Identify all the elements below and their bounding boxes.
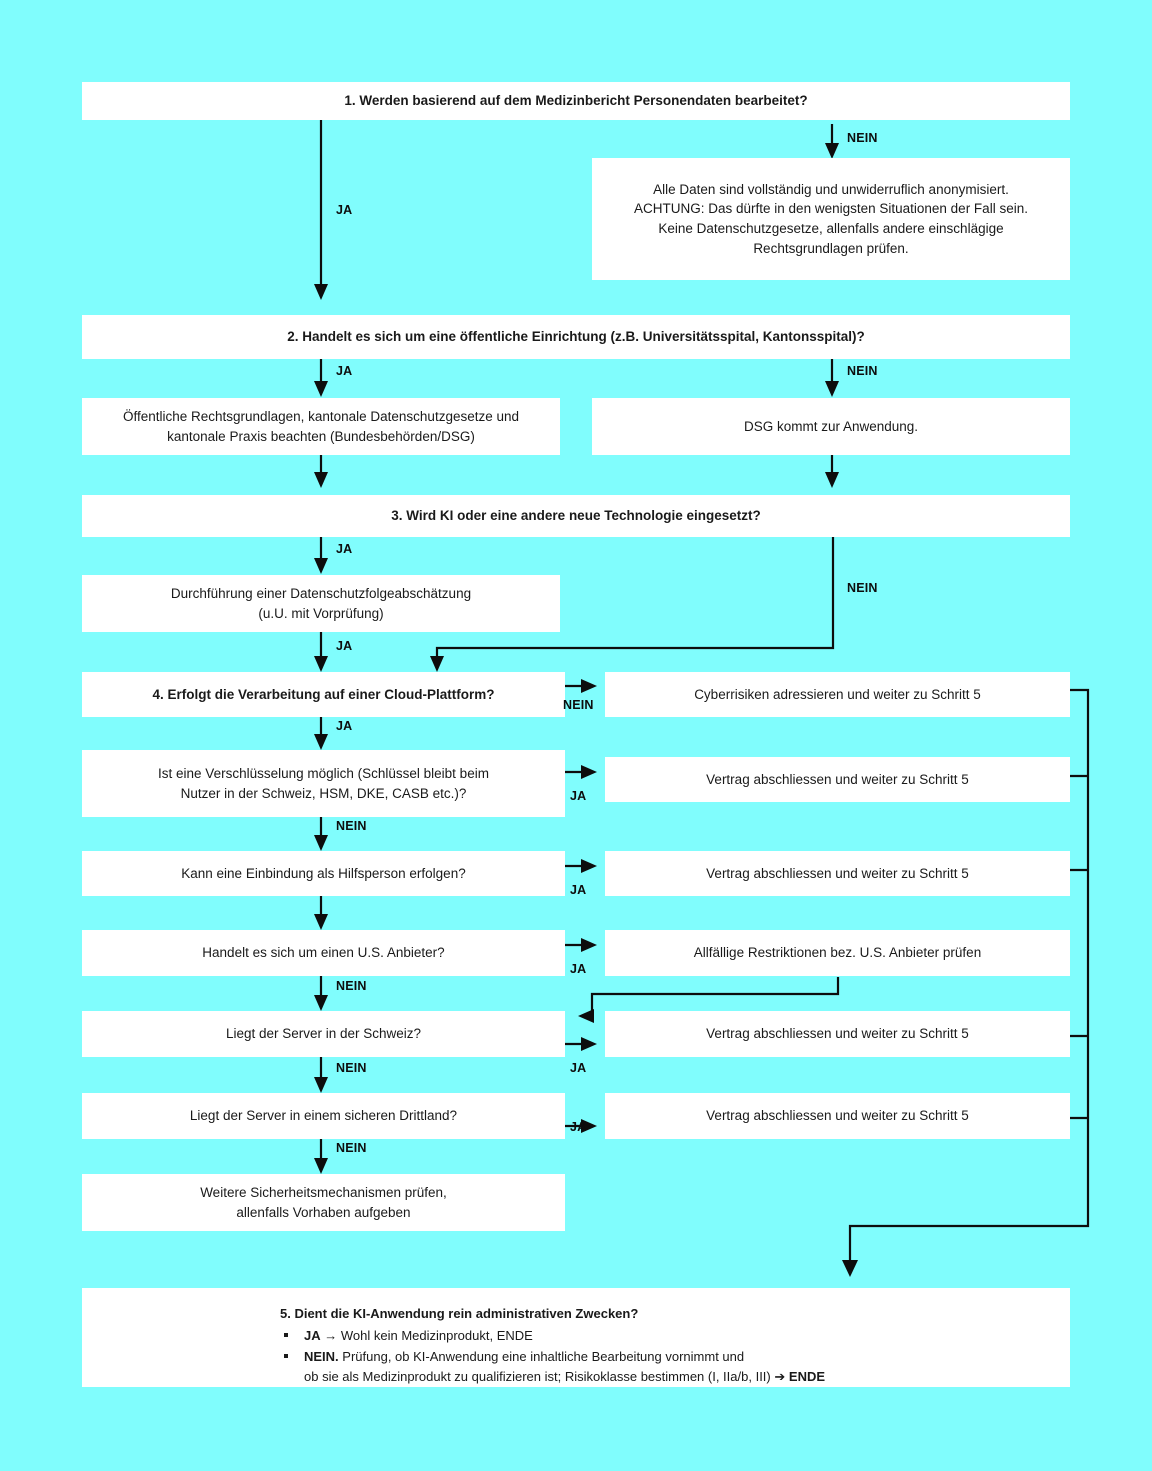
bullet-nein-text: Prüfung, ob KI-Anwendung eine inhaltlich… — [342, 1349, 745, 1365]
public-institution-line-2: kantonale Praxis beachten (Bundesbehörde… — [167, 428, 475, 444]
question-5-bullet-ja: JA → Wohl kein Medizinprodukt, ENDE — [280, 1326, 825, 1346]
label-q4-ja: JA — [336, 719, 353, 733]
dsg-applies-text: DSG kommt zur Anwendung. — [743, 418, 919, 434]
bullet-icon — [284, 1354, 288, 1359]
question-2-box[interactable]: 2. Handelt es sich um eine öffentliche E… — [82, 315, 1070, 359]
dsfa-line-1: Durchführung einer Datenschutzfolgeabsch… — [170, 585, 472, 601]
label-dsfa-ja: JA — [336, 639, 353, 653]
label-q2-nein: NEIN — [847, 364, 878, 378]
hilfsperson-question-box[interactable]: Kann eine Einbindung als Hilfsperson erf… — [82, 851, 565, 896]
label-us-ja: JA — [570, 962, 587, 976]
fallback-line-1: Weitere Sicherheitsmechanismen prüfen, — [200, 1184, 447, 1200]
bullet-ja-key: JA — [304, 1328, 321, 1344]
label-q1-nein: NEIN — [847, 131, 878, 145]
anonymised-result-box[interactable]: Alle Daten sind vollständig und unwiderr… — [592, 158, 1070, 280]
us-restrictions-text: Allfällige Restriktionen bez. U.S. Anbie… — [693, 945, 982, 961]
question-3-box[interactable]: 3. Wird KI oder eine andere neue Technol… — [82, 495, 1070, 537]
server-thirdcountry-ja-result-box[interactable]: Vertrag abschliessen und weiter zu Schri… — [605, 1093, 1070, 1139]
cyberrisks-text: Cyberrisiken adressieren und weiter zu S… — [694, 686, 981, 702]
bullet-nein-key: NEIN. — [304, 1349, 339, 1365]
server-thirdcountry-question-box[interactable]: Liegt der Server in einem sicheren Dritt… — [82, 1093, 565, 1139]
encryption-line-2: Nutzer in der Schweiz, HSM, DKE, CASB et… — [180, 785, 467, 801]
bullet-nein-text-2: ob sie als Medizinprodukt zu qualifizier… — [304, 1369, 771, 1385]
server-switzerland-ja-result-box[interactable]: Vertrag abschliessen und weiter zu Schri… — [605, 1011, 1070, 1057]
question-5-title: 5. Dient die KI-Anwendung rein administr… — [280, 1306, 639, 1321]
hilfsperson-ja-text: Vertrag abschliessen und weiter zu Schri… — [706, 865, 969, 881]
anonymised-line-2: ACHTUNG: Das dürfte in den wenigsten Sit… — [634, 201, 1028, 217]
encryption-ja-result-box[interactable]: Vertrag abschliessen und weiter zu Schri… — [605, 757, 1070, 802]
label-drittland-nein: NEIN — [336, 1141, 367, 1155]
dsfa-box[interactable]: Durchführung einer Datenschutzfolgeabsch… — [82, 575, 560, 632]
dsfa-line-2: (u.U. mit Vorprüfung) — [258, 605, 384, 621]
question-3-text: 3. Wird KI oder eine andere neue Technol… — [391, 508, 761, 524]
label-server-ch-nein: NEIN — [336, 1061, 367, 1075]
anonymised-line-3: Keine Datenschutzgesetze, allenfalls and… — [658, 221, 1004, 236]
public-institution-result-box[interactable]: Öffentliche Rechtsgrundlagen, kantonale … — [82, 398, 560, 455]
public-institution-line-1: Öffentliche Rechtsgrundlagen, kantonale … — [122, 408, 519, 424]
question-2-text: 2. Handelt es sich um eine öffentliche E… — [287, 329, 865, 345]
dsg-applies-box[interactable]: DSG kommt zur Anwendung. — [592, 398, 1070, 455]
encryption-question-box[interactable]: Ist eine Verschlüsselung möglich (Schlüs… — [82, 750, 565, 817]
encryption-ja-text: Vertrag abschliessen und weiter zu Schri… — [706, 771, 969, 787]
question-4-text: 4. Erfolgt die Verarbeitung auf einer Cl… — [152, 686, 495, 702]
question-1-text: 1. Werden basierend auf dem Medizinberic… — [344, 93, 808, 109]
bullet-ja-text: → Wohl kein Medizinprodukt, ENDE — [324, 1328, 533, 1344]
label-drittland-ja: JA — [570, 1120, 587, 1134]
question-1-box[interactable]: 1. Werden basierend auf dem Medizinberic… — [82, 82, 1070, 120]
question-5-bullet-nein-line2: ob sie als Medizinprodukt zu qualifizier… — [280, 1367, 825, 1387]
cyberrisks-box[interactable]: Cyberrisiken adressieren und weiter zu S… — [605, 672, 1070, 717]
server-thirdcountry-text: Liegt der Server in einem sicheren Dritt… — [189, 1108, 458, 1124]
label-q3-nein: NEIN — [847, 581, 878, 595]
label-encryption-nein: NEIN — [336, 819, 367, 833]
hilfsperson-ja-result-box[interactable]: Vertrag abschliessen und weiter zu Schri… — [605, 851, 1070, 896]
label-server-ch-ja: JA — [570, 1061, 587, 1075]
fallback-line-2: allenfalls Vorhaben aufgeben — [236, 1204, 411, 1220]
us-provider-question-box[interactable]: Handelt es sich um einen U.S. Anbieter? — [82, 930, 565, 976]
question-4-box[interactable]: 4. Erfolgt die Verarbeitung auf einer Cl… — [82, 672, 565, 717]
label-hilfsperson-ja: JA — [570, 883, 587, 897]
server-switzerland-ja-text: Vertrag abschliessen und weiter zu Schri… — [706, 1026, 969, 1042]
server-switzerland-text: Liegt der Server in der Schweiz? — [225, 1026, 422, 1042]
label-q3-ja: JA — [336, 542, 353, 556]
bullet-icon — [284, 1333, 288, 1338]
us-restrictions-box[interactable]: Allfällige Restriktionen bez. U.S. Anbie… — [605, 930, 1070, 976]
bullet-nein-end: ENDE — [788, 1369, 826, 1385]
fallback-measures-box[interactable]: Weitere Sicherheitsmechanismen prüfen, a… — [82, 1174, 565, 1231]
question-5-bullet-nein: NEIN. Prüfung, ob KI-Anwendung eine inha… — [280, 1347, 825, 1367]
question-5-box[interactable]: 5. Dient die KI-Anwendung rein administr… — [82, 1288, 1070, 1387]
server-thirdcountry-ja-text: Vertrag abschliessen und weiter zu Schri… — [706, 1108, 969, 1124]
label-encryption-ja: JA — [570, 789, 587, 803]
us-provider-text: Handelt es sich um einen U.S. Anbieter? — [202, 945, 445, 961]
label-q4-nein: NEIN — [563, 698, 594, 712]
label-q1-ja: JA — [336, 203, 353, 217]
hilfsperson-text: Kann eine Einbindung als Hilfsperson erf… — [181, 865, 466, 881]
anonymised-line-4: Rechtsgrundlagen prüfen. — [753, 240, 909, 256]
anonymised-line-1: Alle Daten sind vollständig und unwiderr… — [653, 181, 1009, 197]
encryption-line-1: Ist eine Verschlüsselung möglich (Schlüs… — [158, 765, 489, 781]
label-us-nein: NEIN — [336, 979, 367, 993]
server-switzerland-question-box[interactable]: Liegt der Server in der Schweiz? — [82, 1011, 565, 1057]
arrow-glyph: ➔ — [774, 1369, 786, 1385]
label-q2-ja: JA — [336, 364, 353, 378]
